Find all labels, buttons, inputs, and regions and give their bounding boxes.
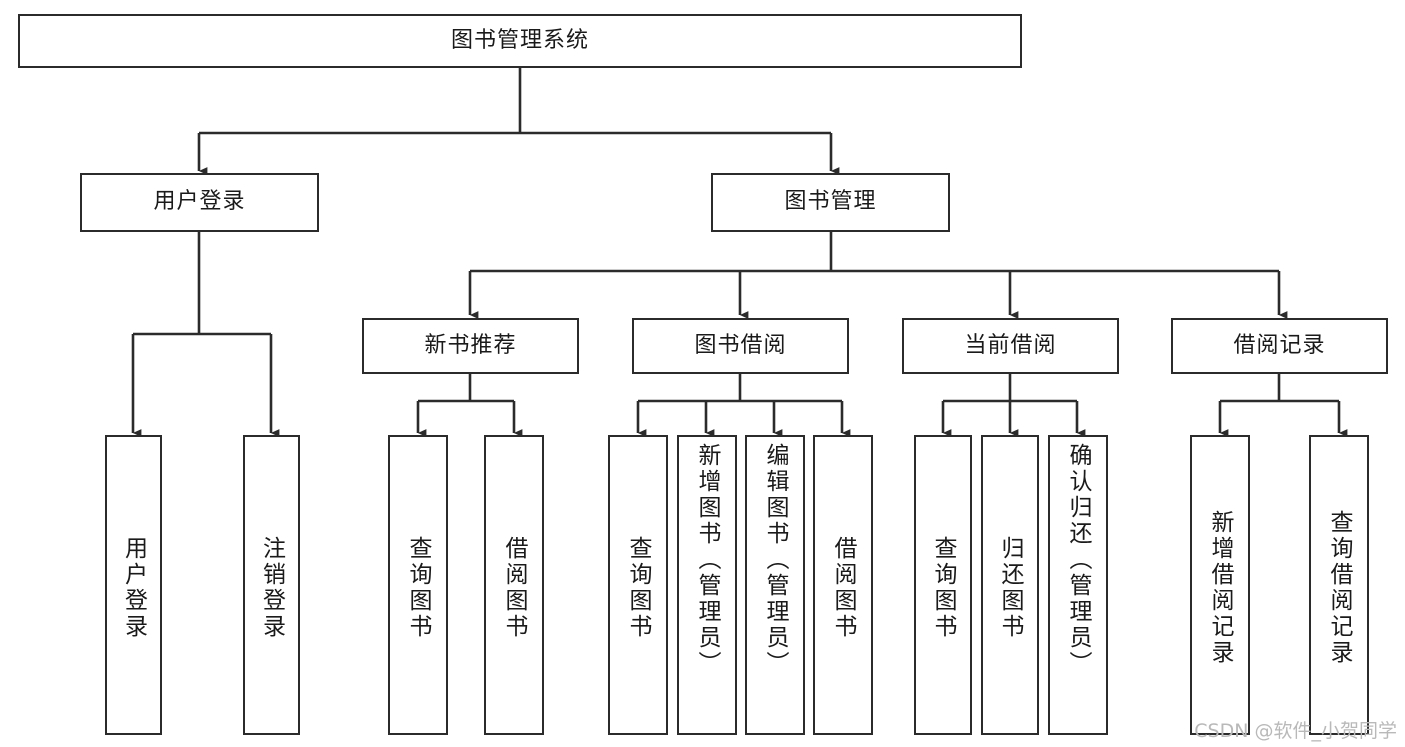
node-book-manage-label: 图书管理 (784, 189, 877, 215)
node-borrow-record-label: 借阅记录 (1233, 332, 1326, 358)
node-book-borrow[interactable]: 图书借阅 (632, 318, 849, 374)
node-leaf-query-book-2[interactable]: 查询图书 (608, 435, 668, 735)
node-leaf-user-login-label: 用户登录 (120, 536, 147, 640)
node-borrow-record[interactable]: 借阅记录 (1171, 318, 1388, 374)
node-leaf-user-login[interactable]: 用户登录 (105, 435, 162, 735)
node-leaf-borrow-book-2-label: 借阅图书 (830, 536, 857, 640)
node-leaf-logout-login-label: 注销登录 (258, 536, 285, 640)
node-current-borrow[interactable]: 当前借阅 (902, 318, 1119, 374)
node-leaf-query-book-1[interactable]: 查询图书 (388, 435, 448, 735)
node-leaf-query-book-1-label: 查询图书 (405, 536, 432, 640)
node-book-borrow-label: 图书借阅 (694, 332, 787, 358)
node-new-book-recommend-label: 新书推荐 (424, 332, 517, 358)
node-root-label: 图书管理系统 (450, 27, 589, 53)
node-leaf-query-record[interactable]: 查询借阅记录 (1309, 435, 1369, 735)
node-current-borrow-label: 当前借阅 (964, 332, 1057, 358)
node-root[interactable]: 图书管理系统 (18, 14, 1022, 68)
node-leaf-query-book-3[interactable]: 查询图书 (914, 435, 972, 735)
node-leaf-add-record[interactable]: 新增借阅记录 (1190, 435, 1250, 735)
node-leaf-add-book-label: 新增图书（管理员） (694, 443, 721, 677)
node-user-login[interactable]: 用户登录 (80, 173, 319, 232)
node-leaf-borrow-book-1[interactable]: 借阅图书 (484, 435, 544, 735)
node-leaf-logout-login[interactable]: 注销登录 (243, 435, 300, 735)
node-leaf-return-book-label: 归还图书 (997, 536, 1024, 640)
node-leaf-add-record-label: 新增借阅记录 (1207, 510, 1234, 666)
node-leaf-add-book[interactable]: 新增图书（管理员） (677, 435, 737, 735)
node-leaf-query-record-label: 查询借阅记录 (1326, 510, 1353, 666)
node-leaf-query-book-3-label: 查询图书 (930, 536, 957, 640)
node-book-manage[interactable]: 图书管理 (711, 173, 950, 232)
node-leaf-edit-book-label: 编辑图书（管理员） (762, 443, 789, 677)
node-leaf-query-book-2-label: 查询图书 (625, 536, 652, 640)
node-user-login-label: 用户登录 (153, 189, 246, 215)
node-leaf-confirm-return[interactable]: 确认归还（管理员） (1048, 435, 1108, 735)
node-leaf-borrow-book-2[interactable]: 借阅图书 (813, 435, 873, 735)
node-leaf-edit-book[interactable]: 编辑图书（管理员） (745, 435, 805, 735)
node-new-book-recommend[interactable]: 新书推荐 (362, 318, 579, 374)
node-leaf-confirm-return-label: 确认归还（管理员） (1065, 443, 1092, 677)
node-leaf-borrow-book-1-label: 借阅图书 (501, 536, 528, 640)
node-leaf-return-book[interactable]: 归还图书 (981, 435, 1039, 735)
